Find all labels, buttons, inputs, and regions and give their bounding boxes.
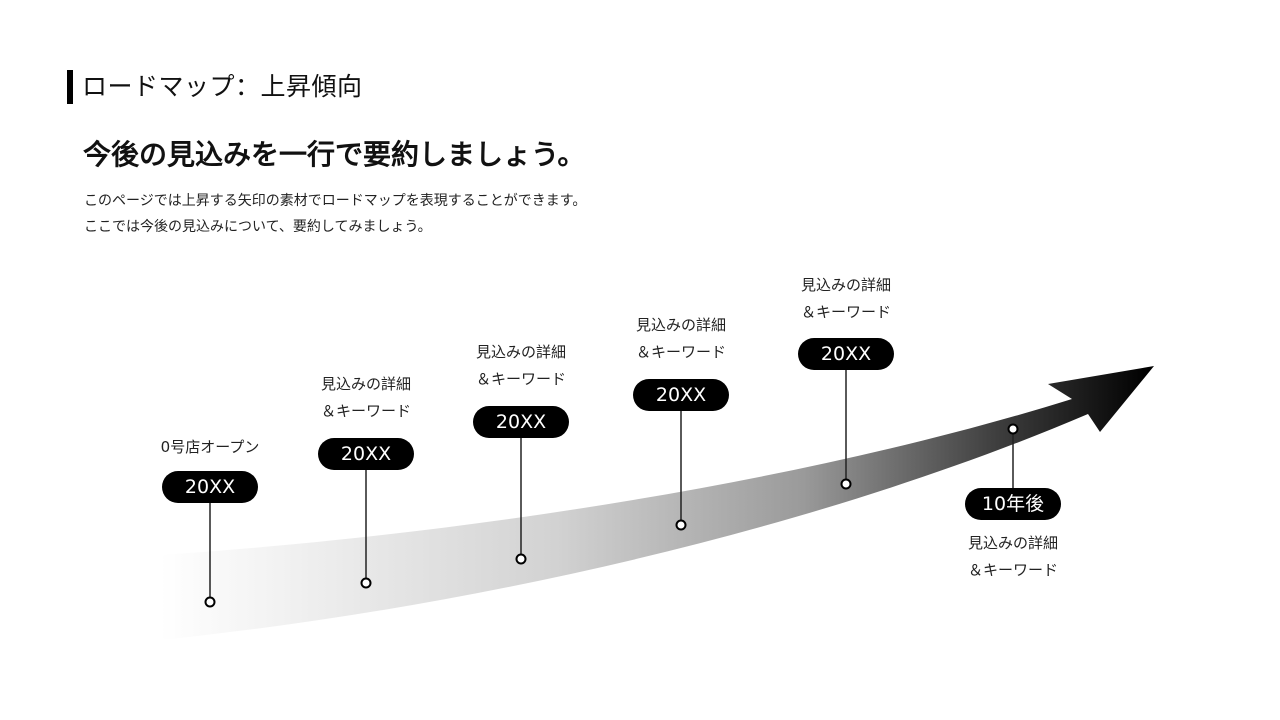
milestone-caption: 0号店オープン — [130, 434, 290, 461]
milestone-caption-line: ＆キーワード — [475, 370, 566, 388]
milestone-caption-line: ＆キーワード — [800, 303, 891, 321]
rising-arrow — [160, 366, 1154, 640]
milestone-year-badge: 20XX — [162, 471, 258, 503]
milestone-caption-line: 見込みの詳細 — [320, 375, 411, 393]
milestone-year-badge: 20XX — [798, 338, 894, 370]
milestone-year-badge: 20XX — [318, 438, 414, 470]
milestone-caption-line: 見込みの詳細 — [475, 343, 566, 361]
milestone-dot — [515, 553, 527, 565]
milestone-caption: 見込みの詳細 ＆キーワード — [933, 530, 1093, 584]
milestone-caption: 見込みの詳細 ＆キーワード — [286, 371, 446, 425]
title-accent-bar — [67, 70, 73, 104]
milestone-caption: 見込みの詳細 ＆キーワード — [766, 272, 926, 326]
milestone-caption: 見込みの詳細 ＆キーワード — [441, 339, 601, 393]
description-line-1: このページでは上昇する矢印の素材でロードマップを表現することができます。 — [84, 193, 587, 209]
milestone-caption: 見込みの詳細 ＆キーワード — [601, 312, 761, 366]
milestone-dot — [840, 478, 852, 490]
milestone-dot — [204, 596, 216, 608]
milestone-caption-line: 0号店オープン — [160, 438, 260, 456]
milestone-caption-line: 見込みの詳細 — [800, 276, 891, 294]
milestone-caption-line: ＆キーワード — [320, 402, 411, 420]
milestone-year-badge: 20XX — [473, 406, 569, 438]
milestone-year-badge: 20XX — [633, 379, 729, 411]
milestone-dot — [360, 577, 372, 589]
milestone-dot — [675, 519, 687, 531]
milestone-caption-line: 見込みの詳細 — [635, 316, 726, 334]
headline: 今後の見込みを一行で要約しましょう。 — [83, 138, 586, 171]
milestone-year-badge: 10年後 — [965, 488, 1061, 520]
milestone-caption-line: 見込みの詳細 — [967, 534, 1058, 552]
page-title: ロードマップ：上昇傾向 — [82, 72, 363, 101]
milestone-dot — [1007, 423, 1019, 435]
milestone-caption-line: ＆キーワード — [967, 561, 1058, 579]
description-line-2: ここでは今後の見込みについて、要約してみましょう。 — [84, 219, 432, 235]
milestone-caption-line: ＆キーワード — [635, 343, 726, 361]
